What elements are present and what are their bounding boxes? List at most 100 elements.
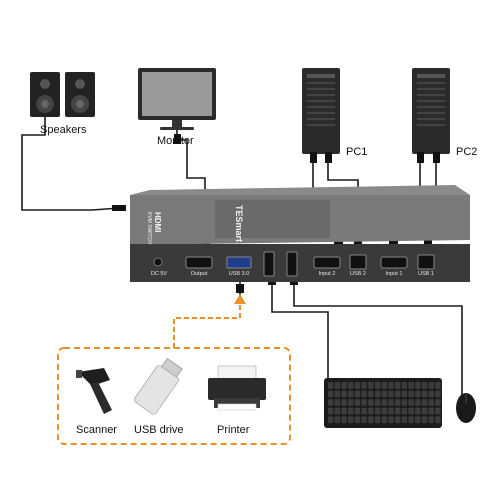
keyboard-key: [348, 399, 354, 406]
keyboard-key: [408, 399, 414, 406]
keyboard-key: [401, 390, 408, 398]
keyboard-key: [435, 399, 441, 406]
keyboard-key: [428, 382, 434, 389]
keyboard-key: [381, 390, 387, 398]
scanner-label: Scanner: [76, 424, 117, 436]
keyboard-key: [428, 407, 434, 415]
keyboard-key: [381, 382, 387, 389]
brand-line1: HDMI: [153, 212, 162, 233]
keyboard-key: [328, 399, 334, 406]
keyboard-key: [354, 416, 361, 423]
pc2-label: PC2: [456, 146, 478, 158]
keyboard-key: [361, 416, 367, 423]
keyboard-key: [334, 382, 341, 389]
keyboard-key: [348, 407, 354, 415]
keyboard-key: [435, 416, 441, 423]
keyboard-key: [374, 407, 381, 415]
keyboard-key: [401, 416, 408, 423]
keyboard-key: [395, 390, 401, 398]
keyboard-key: [401, 399, 408, 406]
keyboard-key: [348, 382, 354, 389]
barcode-scanner-icon: [76, 368, 112, 414]
keyboard-key: [388, 399, 394, 406]
speaker-icon: [30, 72, 95, 117]
keyboard-key: [361, 407, 367, 415]
brand-line2: KVM SWITCH: [146, 212, 152, 244]
keyboard-icon: [324, 378, 442, 428]
port-label-input1: Input 1: [385, 271, 403, 277]
keyboard-key: [408, 407, 414, 415]
keyboard-cable: [271, 278, 329, 378]
keyboard-key: [348, 416, 354, 423]
keyboard-key: [388, 382, 394, 389]
audio-cable: [21, 117, 121, 211]
keyboard-key: [334, 407, 341, 415]
switch-ports: [153, 251, 435, 277]
usb-drive-icon: [133, 357, 183, 415]
keyboard-key: [368, 399, 374, 406]
keyboard-key: [421, 407, 428, 415]
speakers-label: Speakers: [40, 124, 87, 136]
keyboard-key: [395, 416, 401, 423]
usb-drive-label: USB drive: [134, 424, 184, 436]
keyboard-key: [374, 399, 381, 406]
keyboard-key: [368, 390, 374, 398]
keyboard-key: [368, 416, 374, 423]
keyboard-key: [428, 390, 434, 398]
keyboard-key: [328, 407, 334, 415]
pc1-label: PC1: [346, 146, 368, 158]
keyboard-key: [388, 407, 394, 415]
keyboard-key: [334, 399, 341, 406]
port-label-input2: Input 2: [318, 271, 336, 277]
keyboard-key: [341, 382, 347, 389]
keyboard-key: [374, 416, 381, 423]
keyboard-key: [381, 407, 387, 415]
keyboard-key: [421, 390, 428, 398]
keyboard-key: [415, 407, 421, 415]
desktop-tower-icon: [302, 68, 340, 154]
keyboard-key: [401, 382, 408, 389]
keyboard-key: [348, 390, 354, 398]
keyboard-key: [415, 382, 421, 389]
keyboard-key: [408, 382, 414, 389]
printer-label: Printer: [217, 424, 250, 436]
keyboard-key: [361, 382, 367, 389]
keyboard-key: [334, 390, 341, 398]
keyboard-key: [361, 399, 367, 406]
keyboard-key: [354, 399, 361, 406]
keyboard-key: [354, 407, 361, 415]
keyboard-key: [421, 382, 428, 389]
keyboard-key: [368, 407, 374, 415]
keyboard-key: [341, 416, 347, 423]
keyboard-key: [354, 382, 361, 389]
keyboard-key: [435, 390, 441, 398]
kvm-switch: [130, 185, 470, 282]
keyboard-key: [395, 399, 401, 406]
keyboard-key: [388, 390, 394, 398]
keyboard-key: [328, 382, 334, 389]
brand-name: TESmart: [234, 205, 244, 243]
keyboard-key: [388, 416, 394, 423]
keyboard-key: [395, 407, 401, 415]
port-label-usb2: USB 2: [350, 271, 366, 277]
keyboard-key: [428, 416, 434, 423]
keyboard-key: [368, 382, 374, 389]
keyboard-key: [341, 390, 347, 398]
desktop-tower-icon: [412, 68, 450, 154]
keyboard-key: [421, 416, 428, 423]
mouse-cable: [293, 278, 463, 396]
port-label-usb1: USB 1: [418, 271, 434, 277]
keyboard-key: [408, 416, 414, 423]
keyboard-key: [381, 416, 387, 423]
printer-icon: [208, 365, 266, 411]
keyboard-key: [328, 390, 334, 398]
port-label-usb30: USB 3.0: [228, 271, 250, 277]
keyboard-key: [328, 416, 334, 423]
keyboard-key: [401, 407, 408, 415]
keyboard-key: [374, 390, 381, 398]
keyboard-key: [428, 399, 434, 406]
keyboard-key: [341, 399, 347, 406]
keyboard-key: [435, 382, 441, 389]
keyboard-key: [408, 390, 414, 398]
